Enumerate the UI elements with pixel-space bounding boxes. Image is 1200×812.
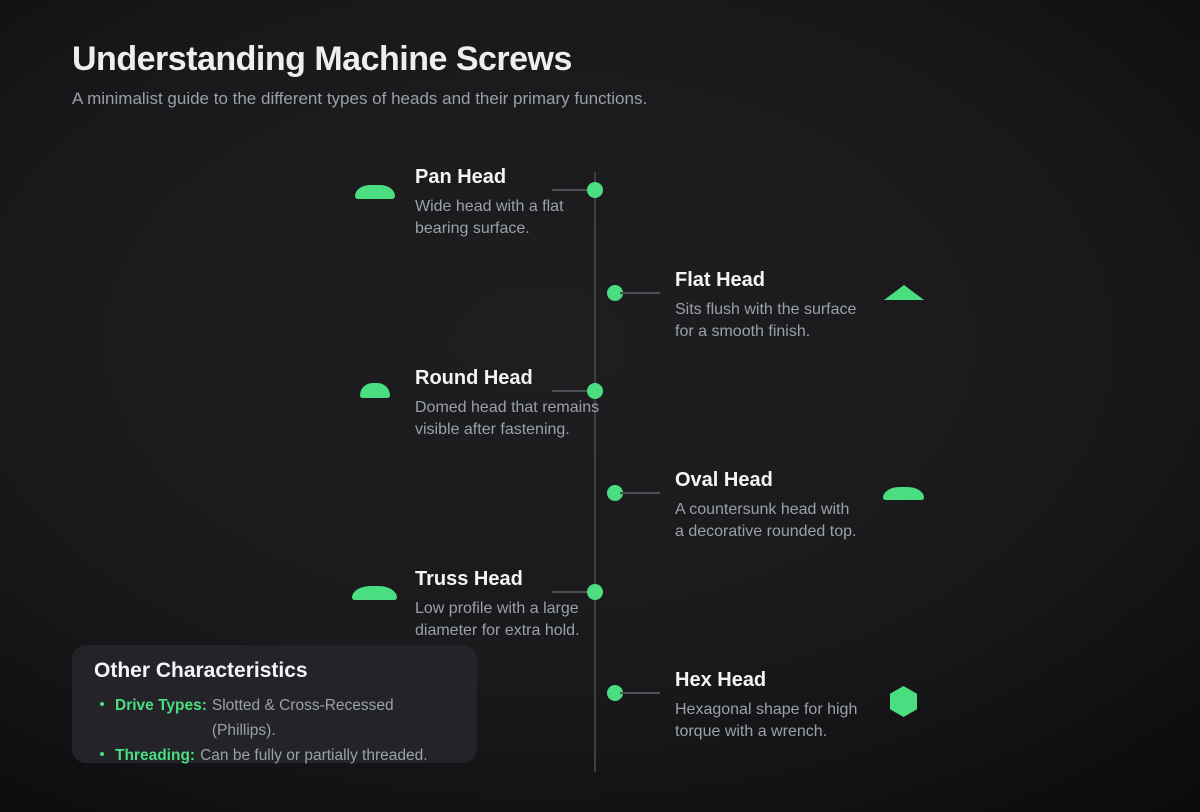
- item-title: Hex Head: [675, 669, 767, 691]
- round-head-icon: [360, 383, 390, 398]
- timeline-line: [594, 172, 596, 772]
- timeline-dot: [587, 383, 603, 399]
- timeline-item-round-head: Round Head Domed head that remains visib…: [415, 367, 610, 441]
- timeline-item-flat-head: Flat Head Sits flush with the surface fo…: [675, 269, 870, 343]
- timeline-dot: [587, 182, 603, 198]
- connector-line: [620, 492, 660, 494]
- item-title: Round Head: [415, 367, 533, 389]
- pan-head-icon: [355, 185, 395, 199]
- bullet-label: Drive Types:: [115, 697, 207, 714]
- connector-line: [552, 591, 592, 593]
- bullet-text: Slotted & Cross-Recessed (Phillips).: [211, 697, 394, 739]
- item-description: Wide head with a flat bearing surface.: [415, 198, 564, 237]
- item-description: A countersunk head with a decorative rou…: [675, 501, 857, 540]
- timeline-dot: [607, 285, 623, 301]
- truss-head-icon: [352, 586, 397, 600]
- timeline-item-truss-head: Truss Head Low profile with a large diam…: [415, 568, 595, 642]
- connector-line: [620, 292, 660, 294]
- item-title: Flat Head: [675, 269, 766, 291]
- item-description: Hexagonal shape for high torque with a w…: [675, 701, 858, 740]
- oval-head-icon: [883, 487, 924, 500]
- item-title: Truss Head: [415, 568, 523, 590]
- bullet-icon: [100, 702, 104, 706]
- other-characteristics-card: Other Characteristics Drive Types: Slott…: [72, 645, 477, 764]
- bullet-label: Threading:: [115, 747, 196, 764]
- item-description: Sits flush with the surface for a smooth…: [675, 301, 857, 340]
- connector-line: [620, 692, 660, 694]
- flat-head-icon: [884, 285, 924, 300]
- page-title: Understanding Machine Screws: [72, 40, 572, 78]
- bullet-icon: [100, 752, 104, 756]
- timeline-item-pan-head: Pan Head Wide head with a flat bearing s…: [415, 166, 580, 240]
- item-description: Domed head that remains visible after fa…: [415, 399, 600, 438]
- item-description: Low profile with a large diameter for ex…: [415, 600, 580, 639]
- timeline-dot: [607, 485, 623, 501]
- item-title: Oval Head: [675, 469, 773, 491]
- connector-line: [552, 390, 592, 392]
- connector-line: [552, 189, 592, 191]
- timeline-item-hex-head: Hex Head Hexagonal shape for high torque…: [675, 669, 870, 743]
- card-title: Other Characteristics: [94, 659, 308, 682]
- bullet-text: Can be fully or partially threaded.: [200, 747, 428, 764]
- hex-head-icon: [890, 686, 917, 717]
- bullet-item-drive-types: Drive Types: Slotted & Cross-Recessed (P…: [94, 693, 455, 743]
- timeline-dot: [607, 685, 623, 701]
- bullet-item-threading: Threading: Can be fully or partially thr…: [94, 743, 455, 768]
- item-title: Pan Head: [415, 166, 507, 188]
- timeline-dot: [587, 584, 603, 600]
- page-subtitle: A minimalist guide to the different type…: [72, 89, 648, 108]
- timeline-item-oval-head: Oval Head A countersunk head with a deco…: [675, 469, 860, 543]
